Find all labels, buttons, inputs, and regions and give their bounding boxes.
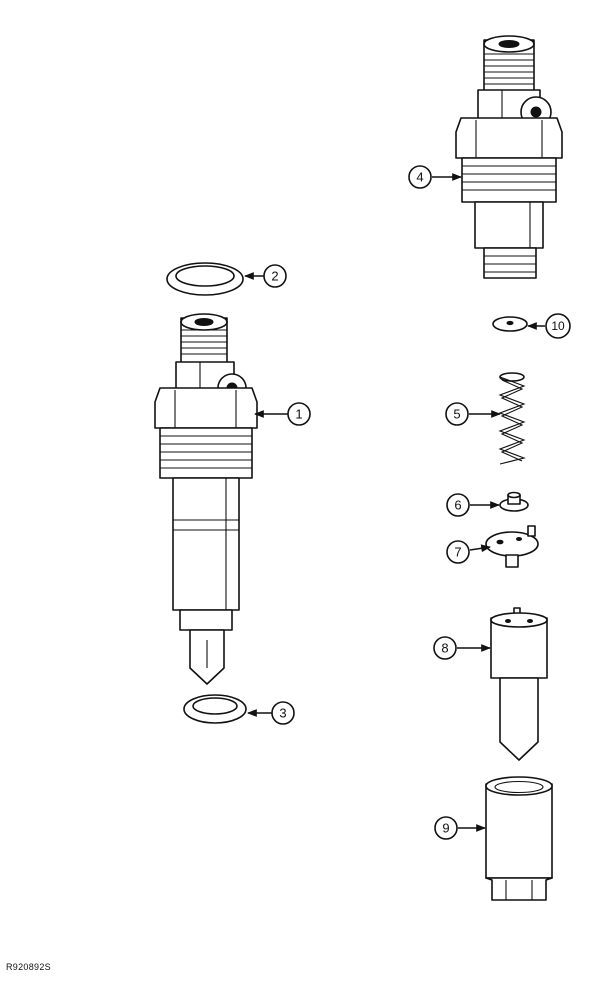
lower-sealing-washer-part	[183, 694, 247, 724]
callout-label: 2	[271, 269, 278, 284]
injector-holder-part	[455, 35, 563, 279]
callout-1: 1	[287, 402, 311, 426]
callout-9: 9	[434, 816, 458, 840]
leader-line-7	[469, 544, 491, 553]
callout-label: 10	[551, 319, 565, 333]
shim-part	[492, 316, 528, 332]
spring-part	[498, 372, 526, 465]
callout-7: 7	[446, 540, 470, 564]
callout-10: 10	[545, 313, 571, 339]
callout-2: 2	[263, 264, 287, 288]
callout-8: 8	[433, 636, 457, 660]
callout-label: 5	[453, 407, 460, 422]
upper-sealing-washer-part	[166, 262, 244, 296]
callout-label: 1	[295, 407, 302, 422]
callout-6: 6	[446, 493, 470, 517]
callout-4: 4	[408, 165, 432, 189]
callout-label: 9	[442, 821, 449, 836]
figure-reference-code: R920892S	[6, 962, 51, 972]
nozzle-part	[490, 607, 548, 761]
injector-assembly-part	[154, 313, 258, 685]
callout-3: 3	[271, 701, 295, 725]
callout-label: 8	[441, 641, 448, 656]
nozzle-nut-part	[485, 776, 553, 901]
callout-label: 4	[416, 170, 423, 185]
callout-label: 3	[279, 706, 286, 721]
callout-label: 6	[454, 498, 461, 513]
callout-5: 5	[445, 402, 469, 426]
intermediate-plate-part	[485, 525, 539, 568]
spring-seat-part	[499, 491, 529, 512]
callout-label: 7	[454, 545, 461, 560]
